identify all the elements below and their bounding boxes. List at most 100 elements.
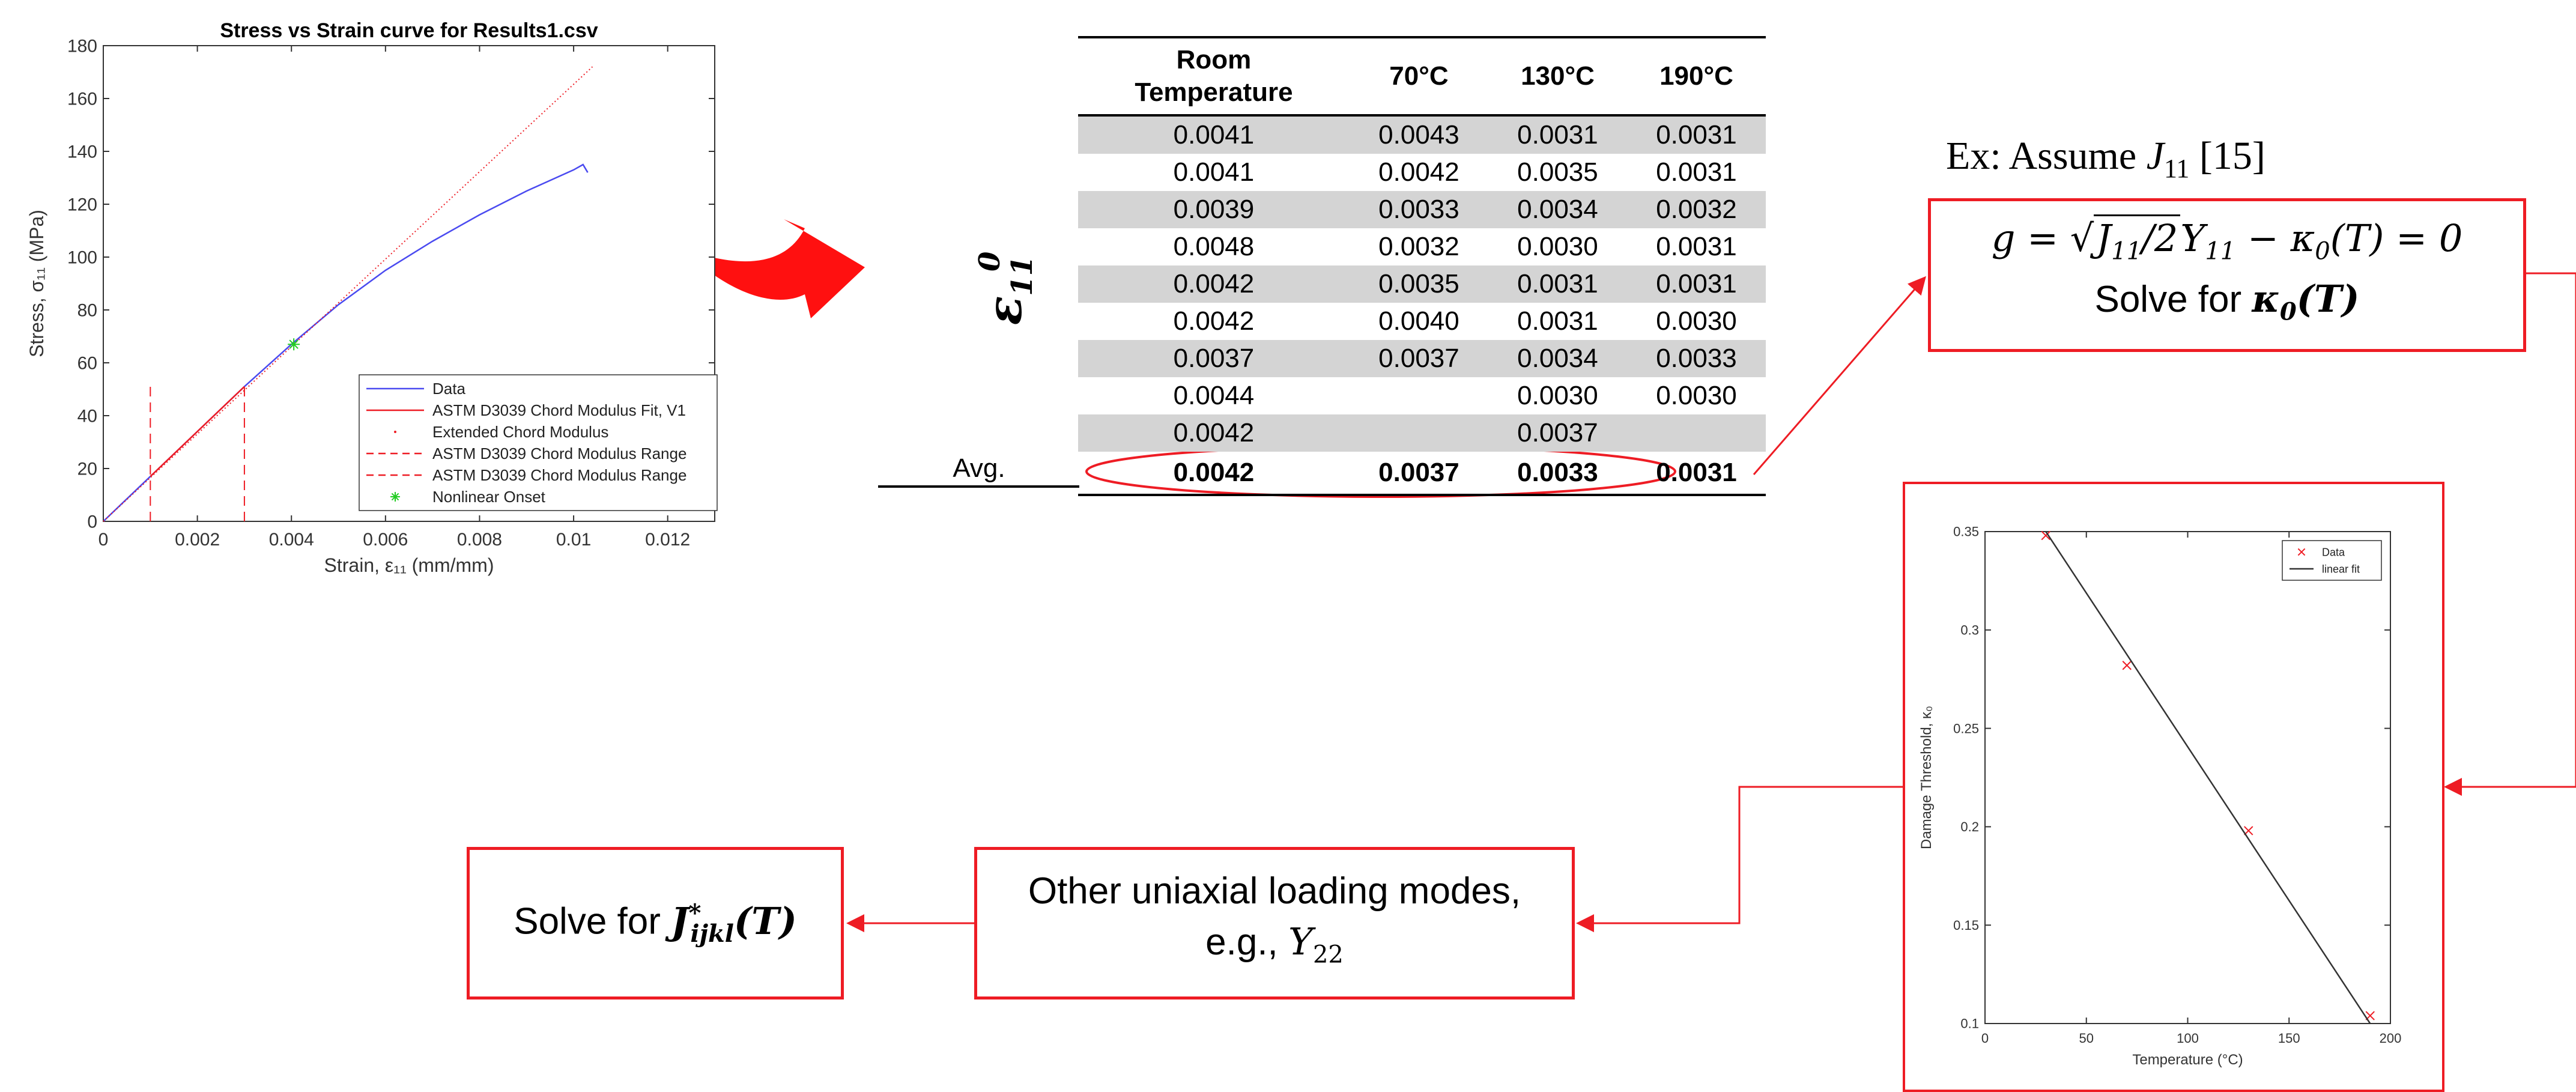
table-header-line: 130°C bbox=[1521, 61, 1595, 91]
y-axis-label: Stress, σ₁₁ (MPa) bbox=[26, 210, 47, 357]
series-line-1 bbox=[2045, 531, 2371, 1024]
plot-area bbox=[1984, 531, 2391, 1024]
table-cell: 0.0031 bbox=[1517, 306, 1598, 336]
legend-label: ASTM D3039 Chord Modulus Range bbox=[432, 466, 686, 484]
table-cell: 0.0030 bbox=[1656, 381, 1737, 410]
legend-label: Data bbox=[432, 380, 465, 398]
x-marker bbox=[2041, 530, 2050, 541]
x-tick-label: 0.004 bbox=[269, 530, 314, 550]
table-cell: 0.0040 bbox=[1378, 306, 1459, 336]
table-cell: 0.0030 bbox=[1656, 306, 1737, 336]
table-cell: 0.0041 bbox=[1173, 157, 1255, 187]
y-tick-label: 180 bbox=[67, 37, 97, 56]
x-tick-label: 200 bbox=[2380, 1031, 2402, 1046]
table-row: 0.0042 0.0040 0.0031 0.0030 bbox=[1078, 303, 1766, 340]
data-point bbox=[2122, 661, 2132, 670]
y-tick-label: 120 bbox=[67, 195, 97, 215]
loading-modes-line1: Other uniaxial loading modes, bbox=[1028, 870, 1521, 912]
avg-cell: 0.0037 bbox=[1349, 452, 1488, 496]
table-cell: 0.0041 bbox=[1078, 115, 1350, 154]
x-tick-label: 0 bbox=[1981, 1031, 1989, 1046]
x-tick-label: 0.002 bbox=[175, 530, 220, 550]
y-tick-label: 160 bbox=[67, 89, 97, 109]
table-cell: 0.0037 bbox=[1349, 340, 1488, 377]
chart-title: Stress vs Strain curve for Results1.csv bbox=[220, 19, 598, 42]
x-tick-label: 0.01 bbox=[556, 530, 591, 550]
table-cell: 0.0032 bbox=[1378, 232, 1459, 261]
table-cell: 0.0037 bbox=[1488, 414, 1627, 452]
y-tick-label: 20 bbox=[77, 460, 97, 479]
table-cell: 0.0030 bbox=[1517, 381, 1598, 410]
y-tick-label: 0.35 bbox=[1953, 524, 1979, 539]
x-tick-label: 0 bbox=[98, 530, 109, 550]
y-tick-label: 0.1 bbox=[1960, 1016, 1979, 1031]
table-cell bbox=[1626, 414, 1766, 452]
table-cell: 0.0031 bbox=[1656, 232, 1737, 261]
table-header-2: 130°C bbox=[1488, 36, 1627, 117]
table-cell: 0.0039 bbox=[1078, 191, 1350, 228]
table-cell: 0.0030 bbox=[1517, 232, 1598, 261]
table-header-line: 190°C bbox=[1659, 61, 1733, 91]
table-header-line: Temperature bbox=[1135, 77, 1293, 107]
x-axis-label: Temperature (°C) bbox=[2132, 1052, 2243, 1068]
y-tick-label: 60 bbox=[77, 354, 97, 374]
x-marker bbox=[2122, 661, 2132, 670]
table-cell: 0.0048 bbox=[1173, 232, 1255, 261]
damage-threshold-chart-frame bbox=[1903, 482, 2444, 1092]
x-tick-label: 0.008 bbox=[457, 530, 502, 550]
table-cell: 0.0031 bbox=[1656, 157, 1737, 187]
data-point bbox=[288, 338, 300, 351]
table-header-line: Room bbox=[1176, 45, 1252, 74]
y-tick-label: 0.2 bbox=[1960, 819, 1979, 834]
table-cell: 0.0032 bbox=[1626, 191, 1766, 228]
table-cell: 0.0042 bbox=[1078, 414, 1350, 452]
table-header-3: 190°C bbox=[1626, 36, 1766, 117]
y-tick-label: 100 bbox=[67, 248, 97, 268]
avg-cell: 0.0031 bbox=[1626, 452, 1766, 496]
y-tick-label: 0.25 bbox=[1953, 721, 1979, 736]
table-cell: 0.0035 bbox=[1349, 265, 1488, 303]
table-cell: 0.0033 bbox=[1626, 340, 1766, 377]
solve-compliance-box: Solve for J*ijkl(T) bbox=[467, 847, 844, 999]
legend-label: Nonlinear Onset bbox=[432, 488, 546, 506]
legend-box bbox=[359, 374, 718, 511]
table-cell: 0.0035 bbox=[1517, 157, 1598, 187]
x-tick-label: 0.006 bbox=[363, 530, 408, 550]
loading-modes-line2: e.g., Y22 bbox=[1205, 920, 1344, 969]
table-cell: 0.0031 bbox=[1626, 265, 1766, 303]
example-label: Ex: Assume J11 [15] bbox=[1946, 134, 2265, 184]
table-cell: 0.0034 bbox=[1488, 191, 1627, 228]
onset-marker bbox=[288, 338, 300, 351]
legend-label: ASTM D3039 Chord Modulus Range bbox=[432, 444, 686, 463]
table-row: 0.0042 0.0037 bbox=[1078, 414, 1766, 452]
x-tick-label: 100 bbox=[2177, 1031, 2199, 1046]
legend-label: linear fit bbox=[2322, 563, 2360, 575]
table-row: 0.0041 0.0042 0.0035 0.0031 bbox=[1078, 154, 1766, 191]
loading-modes-box: Other uniaxial loading modes, e.g., Y22 bbox=[974, 847, 1575, 999]
avg-cell: 0.0042 bbox=[1078, 452, 1350, 496]
table-cell: 0.0042 bbox=[1173, 306, 1255, 336]
ellipse-to-equation-arrow bbox=[1753, 276, 1926, 475]
avg-label: Avg. bbox=[953, 453, 1005, 483]
table-cell: 0.0042 bbox=[1378, 157, 1459, 187]
solve-kappa-label: Solve for κ0(T) bbox=[2094, 277, 2360, 326]
table-cell bbox=[1349, 414, 1488, 452]
table-cell: 0.0034 bbox=[1488, 340, 1627, 377]
chart-to-modes-arrow bbox=[1576, 786, 1903, 932]
table-header-line: 70°C bbox=[1389, 61, 1449, 91]
legend-swatch bbox=[2297, 548, 2306, 556]
legend-label: Extended Chord Modulus bbox=[432, 423, 608, 441]
x-axis-label: Strain, ε₁₁ (mm/mm) bbox=[324, 554, 494, 576]
solve-compliance-label: Solve for J*ijkl(T) bbox=[514, 898, 797, 948]
avg-cell: 0.0033 bbox=[1488, 452, 1627, 496]
y-tick-label: 0 bbox=[87, 512, 97, 532]
table-header-1: 70°C bbox=[1349, 36, 1488, 117]
